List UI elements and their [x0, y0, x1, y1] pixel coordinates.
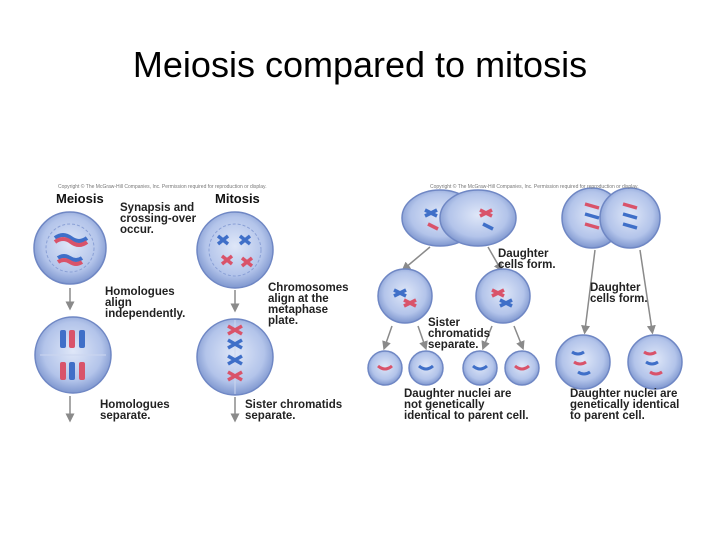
mitosis-daughter-cell-left [555, 334, 611, 390]
label-homologues-align: Homologues align independently. [105, 286, 186, 320]
meiosis-daughter-cell-right [475, 268, 531, 324]
arrow [417, 325, 428, 351]
arrow [581, 249, 596, 335]
arrow [401, 246, 431, 271]
copyright-left: Copyright © The McGraw-Hill Companies, I… [58, 184, 267, 190]
label-identical: Daughter nuclei are genetically identica… [570, 388, 680, 422]
arrow [382, 325, 393, 351]
slide-title: Meiosis compared to mitosis [132, 44, 588, 85]
meiosis-cell-homologues-align [34, 316, 112, 394]
mitosis-header: Mitosis [215, 191, 260, 206]
copyright-right: Copyright © The McGraw-Hill Companies, I… [430, 184, 639, 190]
arrow [513, 325, 525, 351]
mitosis-cell-chromosomes [196, 211, 274, 289]
label-sister-chromatids: Sister chromatids separate. [428, 317, 490, 351]
label-daughter-cells-right: Daughter cells form. [590, 282, 648, 305]
meiosis-final-cell-4 [504, 350, 540, 386]
mitosis-dividing-cell [561, 187, 661, 249]
label-sister-separate: Sister chromatids separate. [245, 399, 343, 422]
label-chromosomes-align: Chromosomes align at the metaphase plate… [268, 282, 349, 327]
meiosis-final-cell-2 [408, 350, 444, 386]
meiosis-dividing-cell [401, 189, 517, 247]
label-homologues-separate: Homologues separate. [100, 399, 170, 422]
mitosis-daughter-cell-right [627, 334, 683, 390]
arrow [639, 249, 656, 335]
label-synapsis: Synapsis and crossing-over occur. [120, 202, 197, 236]
meiosis-daughter-cell-left [377, 268, 433, 324]
mitosis-cell-metaphase-plate [196, 318, 274, 396]
meiosis-cell-synapsis [33, 211, 107, 285]
label-not-identical: Daughter nuclei are not genetically iden… [404, 388, 529, 422]
arrow [481, 325, 493, 351]
meiosis-final-cell-1 [367, 350, 403, 386]
meiosis-header: Meiosis [56, 191, 104, 206]
arrow [487, 246, 503, 272]
label-daughter-cells-left: Daughter cells form. [498, 248, 556, 271]
meiosis-final-cell-3 [462, 350, 498, 386]
